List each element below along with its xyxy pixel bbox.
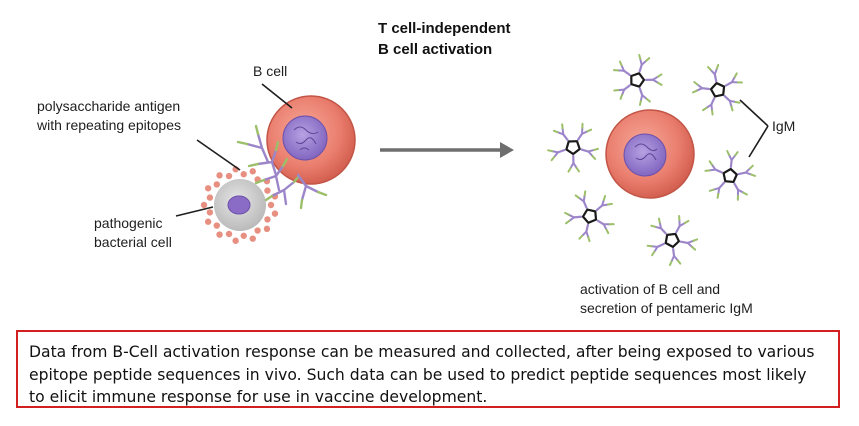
pathogen-label-line1: pathogenic [94,215,163,231]
igm-pentamer [564,190,615,243]
title-line-2: B cell activation [378,41,493,58]
caption-text: Data from B-Cell activation response can… [29,343,815,406]
bacterial-cell [200,166,279,244]
b-cell-label: B cell [253,63,288,79]
activation-diagram [175,54,769,266]
leader-b-cell [261,83,293,109]
result-label-line1: activation of B cell and [580,281,721,297]
activation-arrow [380,142,514,158]
epitope-dot [249,235,256,242]
epitope-dot [206,194,214,201]
epitope-dot [271,210,279,217]
igm-pentamer [692,63,743,116]
epitope-dot [240,171,247,178]
epitope-dot [216,231,223,238]
leader-pathogen [175,206,214,217]
antigen-label-line2: with repeating epitopes [37,117,181,133]
igm-label: IgM [772,118,796,134]
igm-pentamer [612,54,663,106]
epitope-dot [206,209,214,216]
diagram-title: T cell-independent B cell activation [378,18,511,60]
epitope-dot [240,232,247,239]
igm-pentamer [704,150,757,201]
epitope-dot [204,218,212,225]
activated-nucleus [623,133,667,177]
result-label-line2: secretion of pentameric IgM [580,300,753,316]
igm-leader [739,99,769,158]
epitope-dot [264,187,271,194]
igm-pentamer [547,122,600,173]
caption-box: Data from B-Cell activation response can… [16,330,840,408]
epitope-dot [216,172,223,179]
title-line-1: T cell-independent [378,20,511,37]
b-cell-activated [605,109,695,199]
epitope-dot [249,168,256,175]
epitope-dot [213,222,220,229]
epitope-dot [225,172,233,180]
epitope-dot [225,230,233,238]
epitope-dot [263,225,271,233]
bound-antibodies [236,124,328,210]
b-cell-left [266,95,356,185]
bacterial-nucleoid [227,195,251,215]
leader-antigen [196,139,241,171]
epitope-dot [264,216,271,223]
epitope-dot [213,181,220,188]
epitope-dot [204,185,212,192]
epitope-dot [267,201,275,209]
epitope-dot [232,237,239,244]
pathogen-label-line2: bacterial cell [94,234,172,250]
igm-pentamer [646,214,699,266]
b-cell-nucleus [282,115,328,161]
antigen-label-line1: polysaccharide antigen [37,98,181,114]
epitope-dot [254,227,261,234]
epitope-dot [200,201,208,209]
